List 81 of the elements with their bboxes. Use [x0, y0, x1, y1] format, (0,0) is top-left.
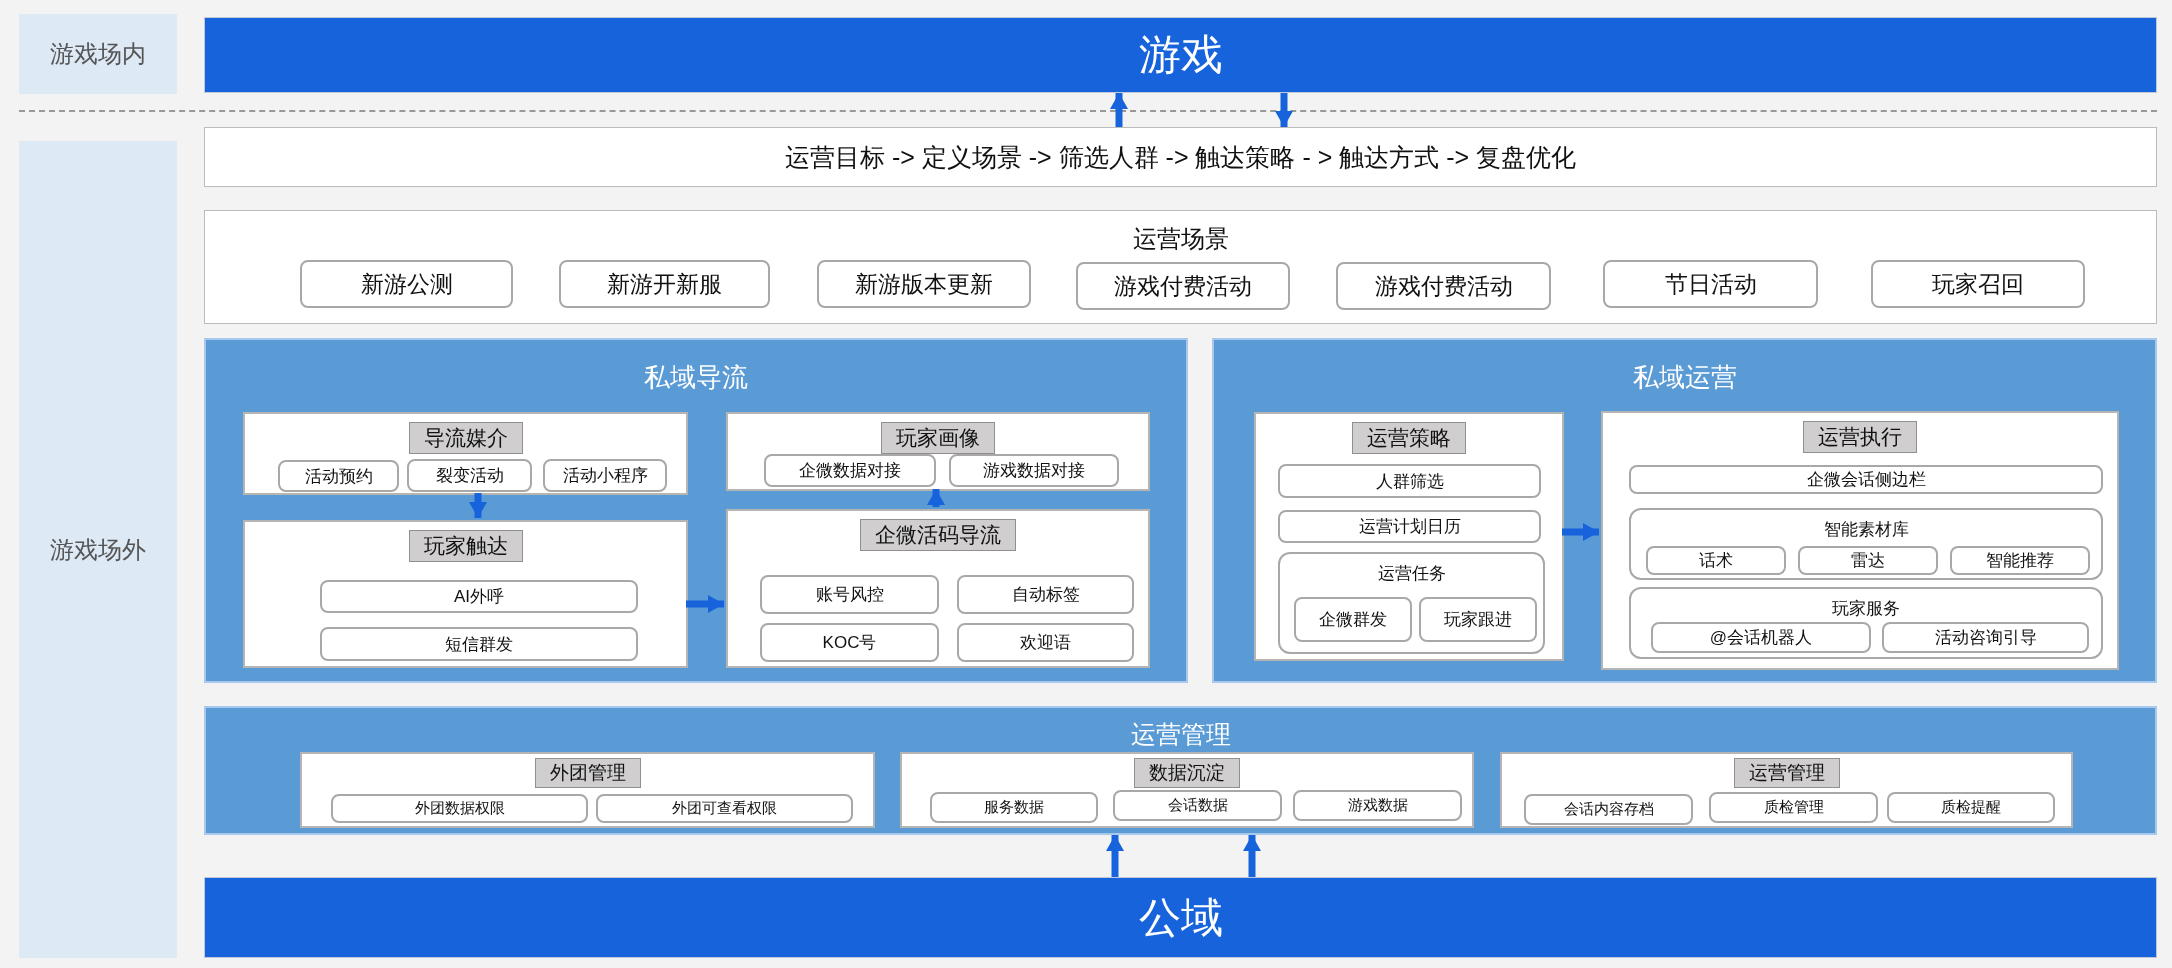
- feature-tag: 游戏数据: [1293, 790, 1462, 821]
- arrow: [927, 489, 945, 507]
- section-title: 智能素材库: [1822, 519, 1910, 541]
- feature-tag: 新游公测: [300, 260, 513, 308]
- feature-tag: 活动小程序: [543, 459, 667, 492]
- arrow: [686, 595, 724, 613]
- arrow: [1110, 93, 1128, 127]
- feature-tag: 服务数据: [930, 792, 1098, 823]
- feature-tag: 活动预约: [278, 460, 399, 492]
- feature-tag: 游戏付费活动: [1336, 262, 1551, 310]
- feature-tag: 账号风控: [760, 575, 939, 614]
- feature-tag: 话术: [1646, 546, 1786, 575]
- module-heading: 外团管理: [534, 758, 641, 788]
- layer-bar: 游戏: [204, 17, 2157, 93]
- feature-tag: 质检管理: [1709, 792, 1878, 823]
- feature-tag: 新游开新服: [559, 260, 770, 308]
- section-title: 运营场景: [1131, 224, 1230, 254]
- feature-tag: 游戏数据对接: [949, 454, 1119, 487]
- feature-tag: 玩家跟进: [1419, 597, 1537, 642]
- module-heading: 运营执行: [1803, 421, 1917, 453]
- group-box: [1629, 587, 2103, 659]
- feature-tag: 质检提醒: [1887, 792, 2055, 823]
- section-title: 私域导流: [643, 361, 749, 394]
- feature-tag: 企微群发: [1294, 597, 1412, 642]
- feature-tag: 玩家召回: [1871, 260, 2085, 308]
- feature-tag: 自动标签: [957, 575, 1134, 614]
- module-card: [726, 412, 1150, 491]
- module-card: [300, 752, 875, 828]
- section-title: 运营管理: [1129, 719, 1232, 750]
- module-card: [900, 752, 1474, 828]
- feature-tag: AI外呼: [320, 580, 638, 613]
- feature-tag: 会话内容存档: [1524, 794, 1693, 825]
- section-title: 运营任务: [1376, 563, 1447, 585]
- feature-tag: 人群筛选: [1278, 464, 1541, 498]
- section-box: [204, 210, 2157, 324]
- feature-tag: 新游版本更新: [817, 260, 1031, 308]
- module-card: [726, 509, 1150, 668]
- module-heading: 数据沉淀: [1134, 758, 1240, 788]
- arrow: [1275, 93, 1293, 127]
- module-heading: 运营管理: [1733, 758, 1840, 788]
- feature-tag: 外团可查看权限: [596, 794, 853, 823]
- module-card: [243, 412, 688, 495]
- section-panel: [204, 706, 2157, 835]
- feature-tag: 企微会话侧边栏: [1629, 465, 2103, 494]
- module-card: [1254, 412, 1564, 661]
- feature-tag: 运营计划日历: [1278, 510, 1541, 543]
- arrow: [1106, 835, 1124, 877]
- section-title: 私域运营: [1631, 361, 1738, 394]
- side-band: 游戏场外: [19, 141, 177, 958]
- arrow: [1562, 523, 1599, 541]
- arrow: [1243, 835, 1261, 877]
- module-heading: 导流媒介: [408, 422, 523, 454]
- module-card: [1601, 411, 2119, 670]
- arrow: [469, 493, 487, 518]
- feature-tag: 活动咨询引导: [1882, 622, 2089, 653]
- group-box: [1278, 552, 1545, 654]
- module-heading: 玩家触达: [408, 530, 523, 562]
- feature-tag: 欢迎语: [957, 623, 1134, 662]
- module-heading: 运营策略: [1352, 422, 1466, 454]
- feature-tag: 节日活动: [1603, 260, 1818, 308]
- feature-tag: 会话数据: [1113, 790, 1282, 821]
- side-band: 游戏场内: [19, 14, 177, 94]
- feature-tag: 企微数据对接: [764, 454, 936, 487]
- feature-tag: 外团数据权限: [331, 794, 588, 823]
- feature-tag: 短信群发: [320, 627, 638, 661]
- module-card: [243, 520, 688, 668]
- module-card: [1500, 752, 2073, 828]
- feature-tag: 裂变活动: [407, 459, 532, 492]
- feature-tag: @会话机器人: [1651, 622, 1871, 653]
- feature-tag: 智能推荐: [1950, 546, 2090, 575]
- section-panel: [204, 338, 1188, 683]
- section-panel: [1212, 338, 2157, 683]
- feature-tag: 游戏付费活动: [1076, 262, 1290, 310]
- process-bar: 运营目标 -> 定义场景 -> 筛选人群 -> 触达策略 - > 触达方式 -> 复盘优化: [204, 127, 2157, 187]
- module-heading: 玩家画像: [881, 422, 995, 454]
- feature-tag: KOC号: [760, 623, 939, 662]
- feature-tag: 雷达: [1798, 546, 1938, 575]
- module-heading: 企微活码导流: [860, 519, 1016, 551]
- group-box: [1629, 508, 2103, 580]
- section-title: 玩家服务: [1831, 598, 1901, 620]
- layer-bar: 公域: [204, 877, 2157, 958]
